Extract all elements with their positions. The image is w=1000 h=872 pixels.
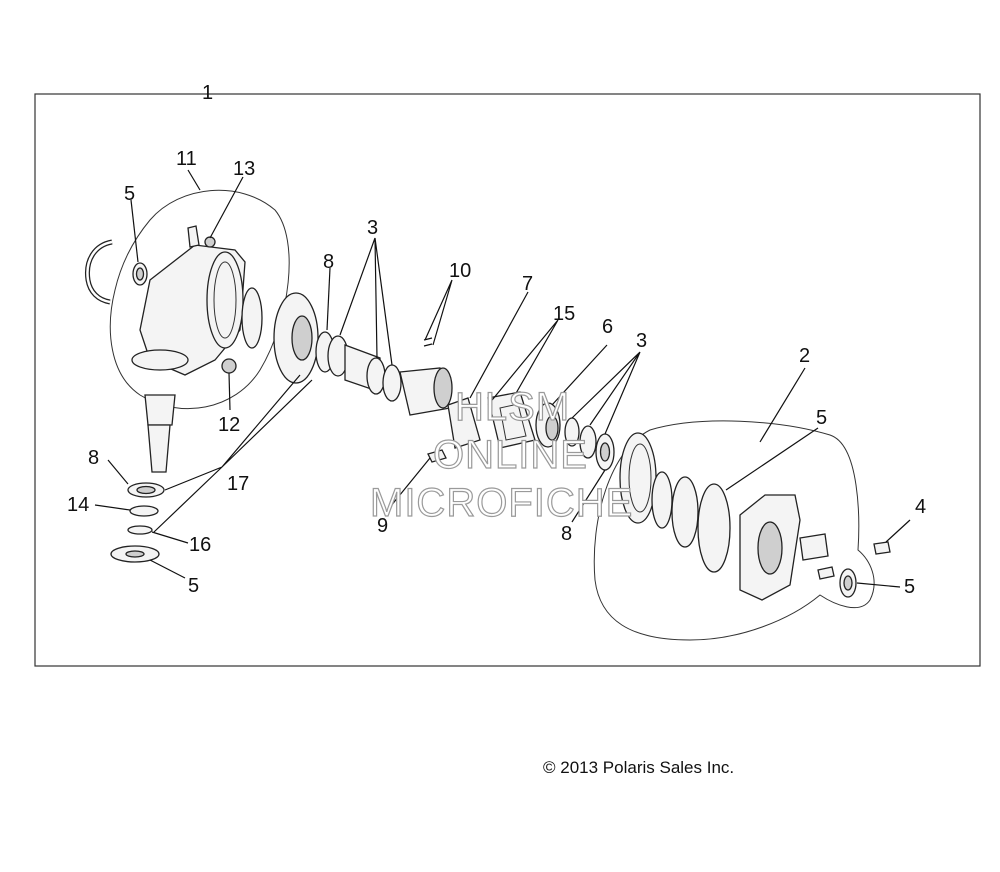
watermark-line-3: MICROFICHE	[370, 481, 633, 525]
callout-2: 2	[799, 345, 810, 367]
ring-gear-inner	[291, 315, 313, 361]
right-cover-group-outline	[593, 420, 875, 641]
housing-flange-inner	[213, 261, 237, 339]
callout-1: 1	[202, 82, 213, 104]
callout-9: 9	[377, 515, 388, 537]
flange-oring	[241, 287, 263, 349]
callout-3-right: 3	[636, 330, 647, 352]
pinion-seal-5-inner	[125, 550, 145, 558]
vent-fitting	[187, 225, 200, 248]
callout-15: 15	[553, 303, 575, 325]
housing-lower-port	[131, 349, 189, 371]
callout-11: 11	[176, 148, 197, 170]
thrust-ring	[671, 476, 699, 548]
coil-plate-inner	[499, 403, 527, 441]
callout-6: 6	[602, 316, 613, 338]
callout-14: 14	[67, 494, 89, 516]
hub-6-inner	[545, 415, 559, 441]
right-cover-bore	[757, 521, 783, 575]
small-clip	[817, 566, 835, 580]
callout-4: 4	[915, 496, 926, 518]
pin-9	[427, 449, 447, 463]
callout-8-upper: 8	[323, 251, 334, 273]
snap-ring-16	[127, 525, 153, 535]
pinion-shaft	[147, 424, 171, 473]
callout-10: 10	[449, 260, 471, 282]
plate-ring-inner	[628, 443, 652, 513]
coil-plate-15	[487, 391, 536, 449]
assembly-frame	[34, 93, 981, 667]
housing-flange	[206, 251, 244, 349]
callout-8-lower-right: 8	[561, 523, 572, 545]
watermark-line-1: HLSM	[455, 385, 570, 429]
callout-16: 16	[189, 534, 211, 556]
callout-5-right-lower: 5	[904, 576, 915, 598]
breather-tube-inner	[86, 240, 113, 304]
seal-upper-left-inner	[135, 267, 145, 281]
callout-13: 13	[233, 158, 255, 180]
watermark-line-2: ONLINE	[433, 433, 588, 477]
wave-spring	[651, 471, 673, 529]
callout-5-lower-left: 5	[188, 575, 199, 597]
copyright-notice: © 2013 Polaris Sales Inc.	[543, 758, 735, 777]
bearing-3e	[579, 425, 597, 459]
callout-5-right-upper: 5	[816, 407, 827, 429]
pinion-gear	[144, 394, 176, 426]
cover-oring-5	[697, 483, 731, 573]
bolt-4	[873, 541, 891, 555]
bearing-3c	[382, 364, 402, 402]
roller-cage-end	[433, 367, 453, 409]
shim-14	[129, 505, 159, 517]
fill-plug-13	[204, 236, 216, 248]
drain-plug-12	[221, 358, 237, 374]
armature-plate-7	[447, 397, 481, 449]
pinion-bearing-8-inner	[136, 485, 156, 495]
callout-7: 7	[522, 273, 533, 295]
callout-17: 17	[227, 473, 249, 495]
callout-8-lower-left: 8	[88, 447, 99, 469]
bearing-8-right-inner	[599, 442, 611, 462]
callout-12: 12	[218, 414, 240, 436]
bearing-3b	[366, 357, 386, 395]
output-seal-5-inner	[843, 575, 853, 591]
breather-tube	[84, 239, 113, 305]
callout-5-upper-left: 5	[124, 183, 135, 205]
callout-3-left: 3	[367, 217, 378, 239]
left-housing-group-outline	[109, 189, 290, 410]
output-spline	[799, 533, 829, 561]
leader-lines	[94, 169, 911, 588]
